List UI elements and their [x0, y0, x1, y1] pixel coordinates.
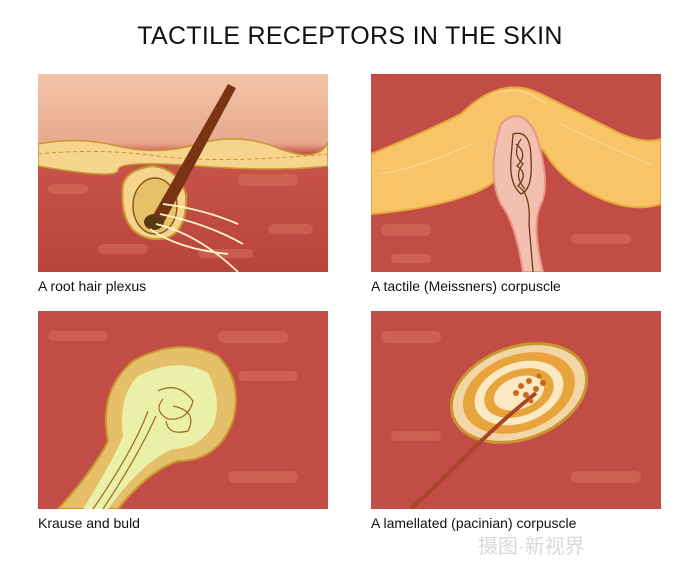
caption-krause-bulb: Krause and buld: [38, 515, 140, 531]
krause-bulb-illustration: [38, 311, 328, 509]
caption-pacinian-corpuscle: A lamellated (pacinian) corpuscle: [371, 515, 577, 531]
caption-meissner-corpuscle: A tactile (Meissners) corpuscle: [371, 278, 561, 294]
watermark: 摄图·新视界: [478, 536, 585, 558]
root-hair-plexus-illustration: [38, 74, 328, 272]
page-title: TACTILE RECEPTORS IN THE SKIN: [137, 22, 563, 50]
caption-root-hair-plexus: A root hair plexus: [38, 278, 147, 294]
meissner-corpuscle-illustration: [371, 74, 661, 272]
pacinian-corpuscle-illustration: [371, 311, 661, 509]
